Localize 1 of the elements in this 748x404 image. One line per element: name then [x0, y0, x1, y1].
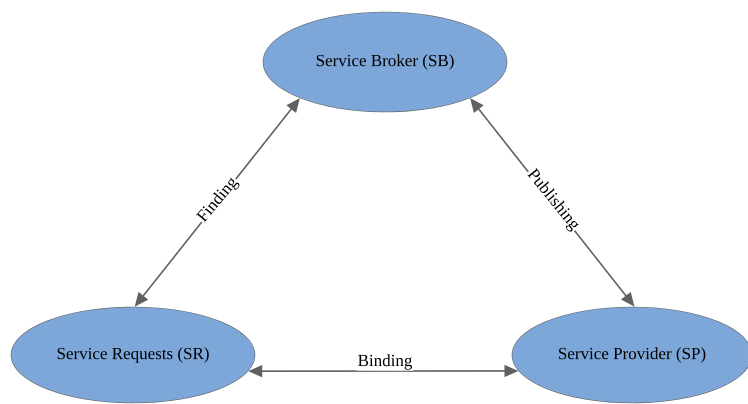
- edge-label: Binding: [356, 353, 414, 371]
